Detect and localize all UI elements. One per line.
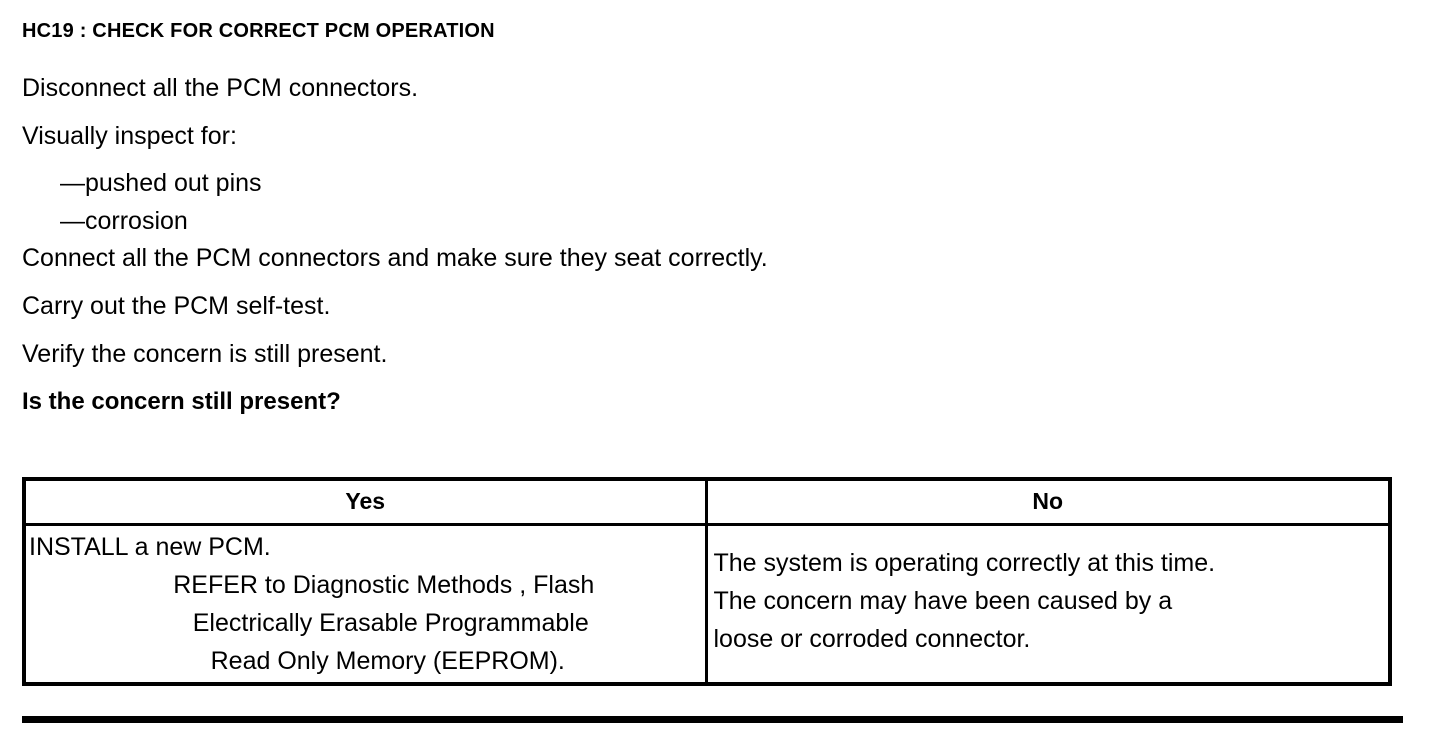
yes-action-line: Electrically Erasable Programmable	[192, 609, 589, 637]
list-item: —pushed out pins	[60, 169, 262, 197]
cell-yes-action: INSTALL a new PCM. REFER to Diagnostic M…	[22, 523, 708, 686]
procedure-step: Verify the concern is still present.	[22, 340, 388, 368]
decision-table: Yes No INSTALL a new PCM. REFER to Diagn…	[22, 477, 1392, 686]
procedure-step: Visually inspect for:	[22, 122, 237, 150]
table-row: INSTALL a new PCM. REFER to Diagnostic M…	[22, 523, 1392, 686]
column-header-no: No	[704, 477, 1392, 526]
table-header-row: Yes No	[22, 477, 1392, 526]
procedure-step: Connect all the PCM connectors and make …	[22, 244, 768, 272]
yes-action-line: REFER to Diagnostic Methods , Flash	[173, 571, 595, 599]
no-action-line: loose or corroded connector.	[713, 625, 1031, 653]
inspect-item-list: —pushed out pins —corrosion	[22, 164, 1402, 240]
procedure-step: Disconnect all the PCM connectors.	[22, 74, 419, 102]
procedure-steps: Disconnect all the PCM connectors. Visua…	[22, 64, 1402, 426]
footer-divider	[22, 716, 1403, 723]
column-header-yes: Yes	[22, 477, 708, 526]
yes-action-text: INSTALL a new PCM. REFER to Diagnostic M…	[26, 526, 705, 682]
yes-action-line: Read Only Memory (EEPROM).	[210, 647, 565, 675]
decision-question: Is the concern still present?	[22, 388, 341, 415]
list-item: —corrosion	[60, 207, 188, 235]
page-title: HC19 : CHECK FOR CORRECT PCM OPERATION	[22, 20, 495, 42]
procedure-step: Carry out the PCM self-test.	[22, 292, 331, 320]
no-action-line: The concern may have been caused by a	[713, 587, 1173, 615]
no-action-line: The system is operating correctly at thi…	[713, 549, 1216, 577]
yes-action-line: INSTALL a new PCM.	[29, 533, 271, 561]
cell-no-action: The system is operating correctly at thi…	[704, 523, 1392, 686]
no-action-text: The system is operating correctly at thi…	[708, 526, 1389, 660]
